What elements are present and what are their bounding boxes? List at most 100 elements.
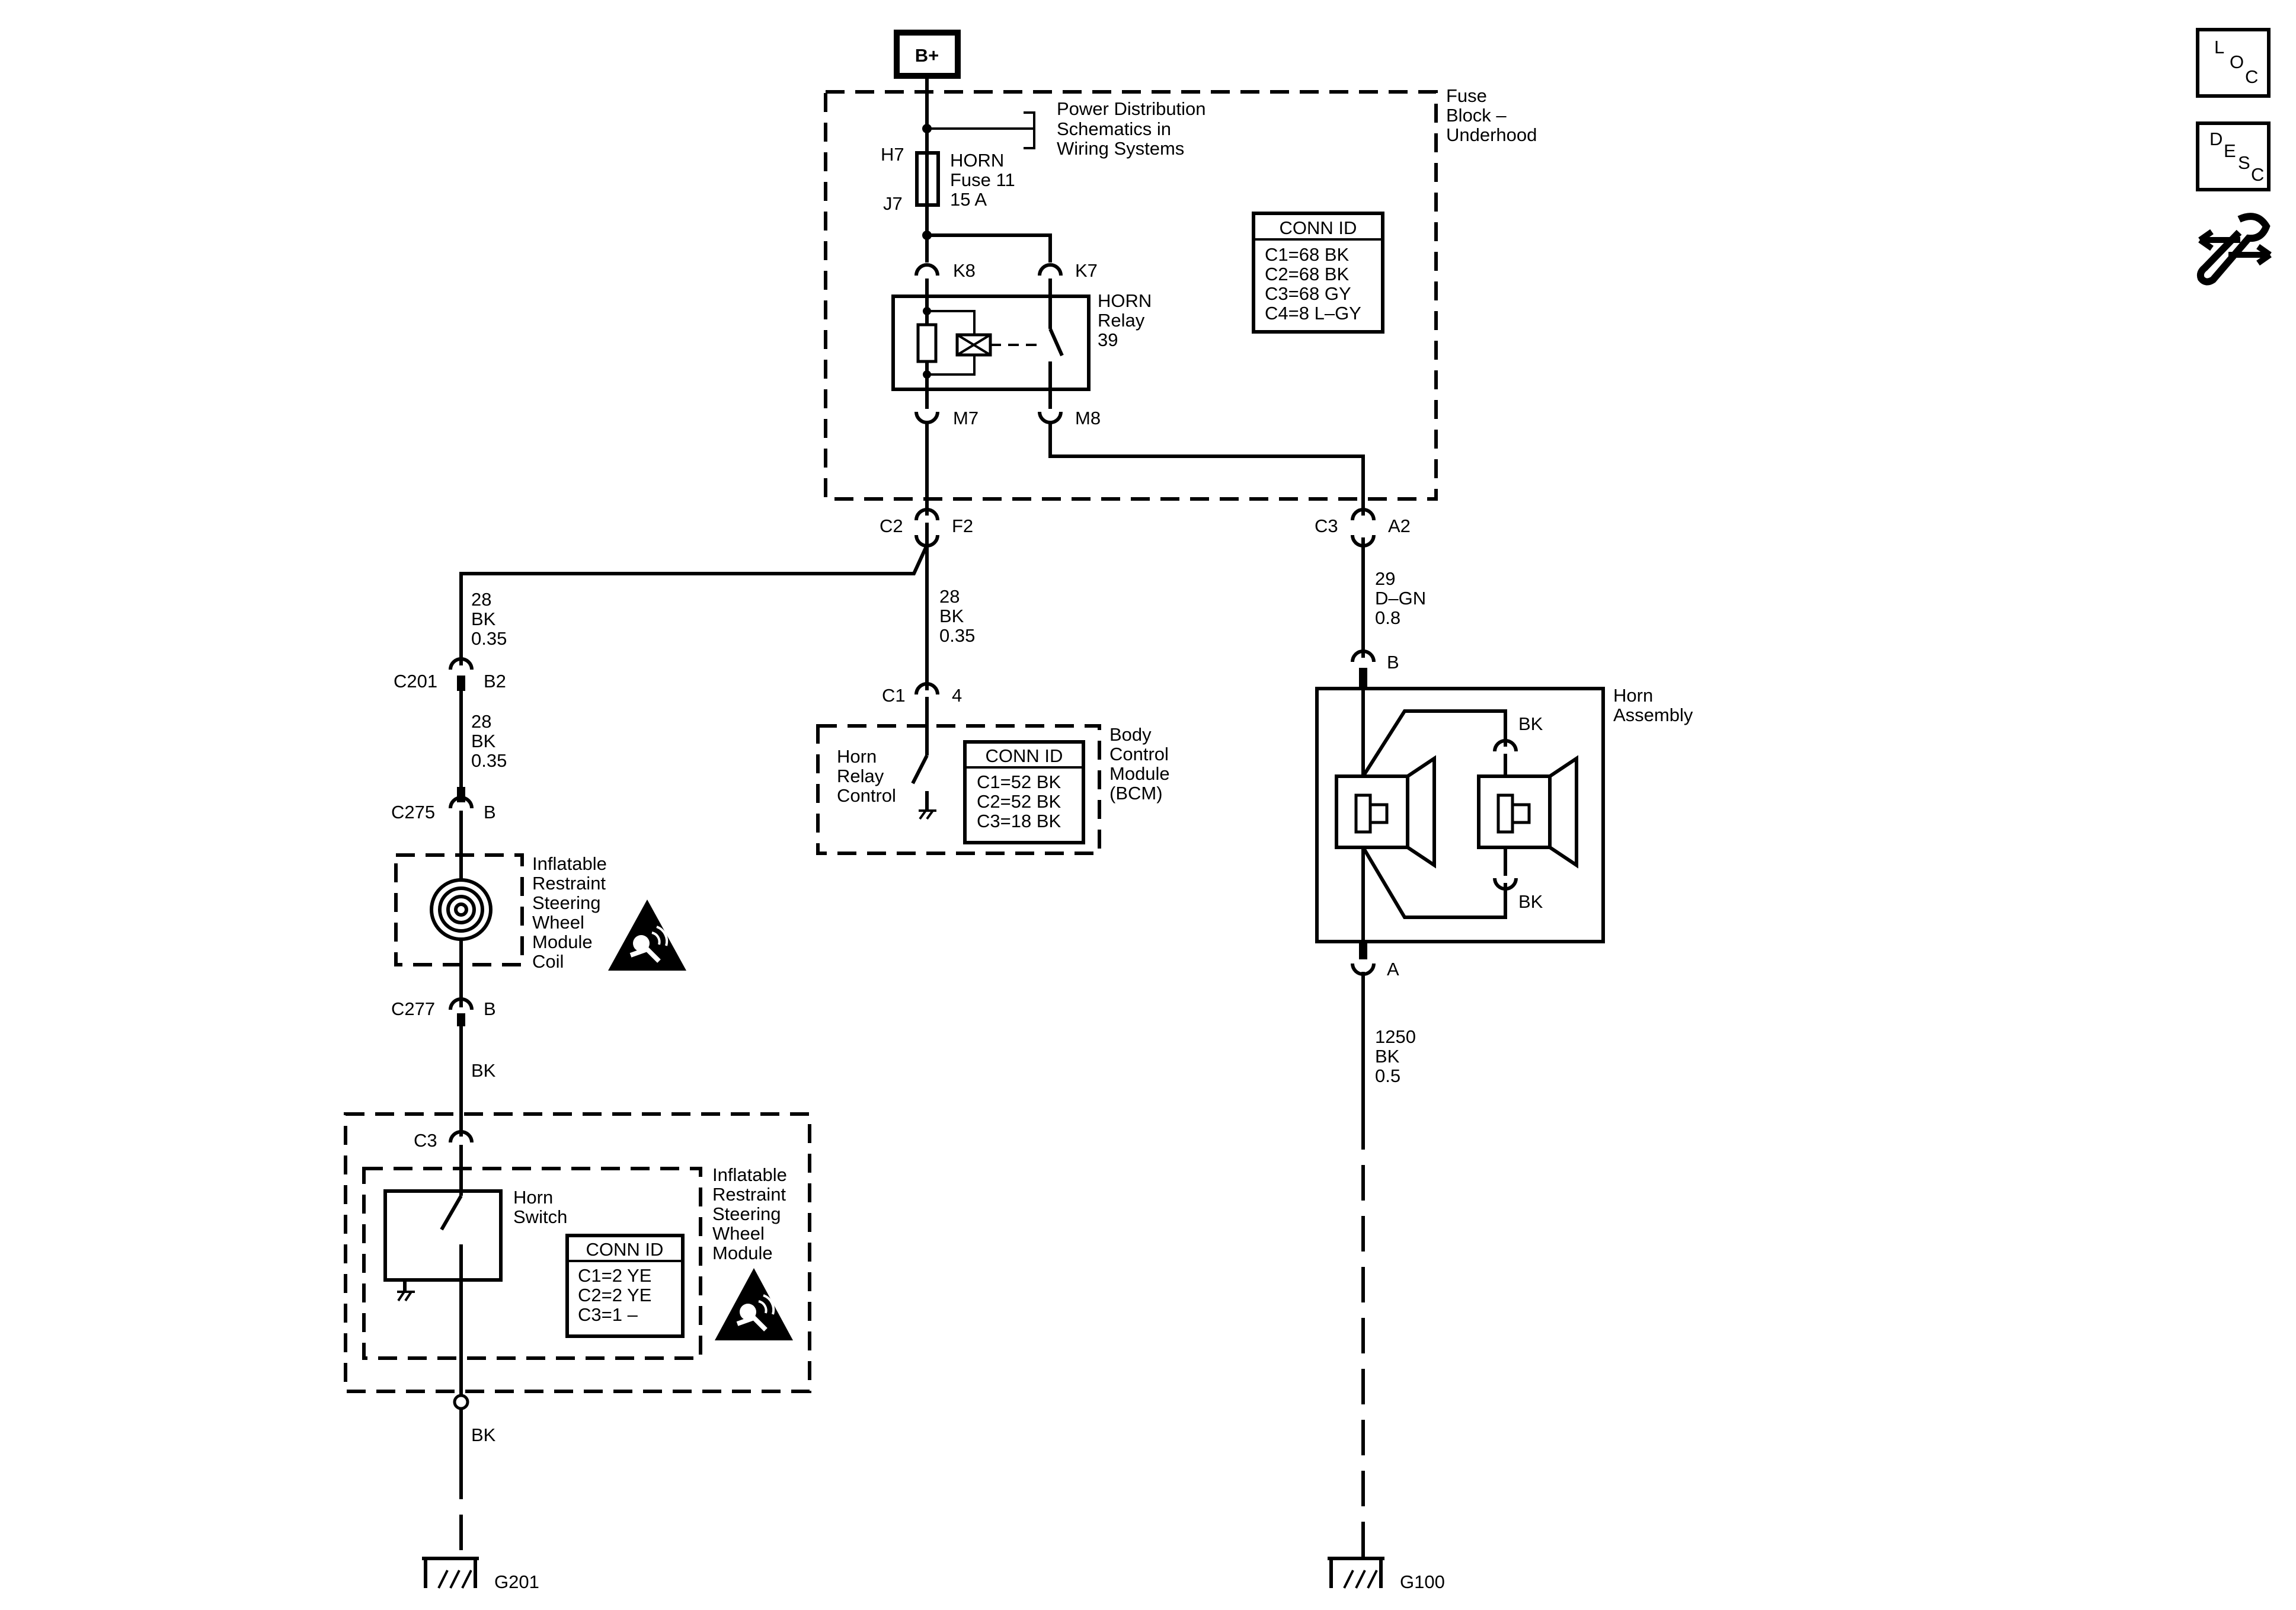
conn-id-title: CONN ID <box>1280 217 1357 238</box>
connector-c275-terminal <box>457 787 465 802</box>
wire-label: 0.35 <box>471 750 507 771</box>
relay-label-3: 39 <box>1098 329 1118 350</box>
fuse-pin-h7: H7 <box>881 144 904 165</box>
conn-id-row: C2=52 BK <box>977 791 1061 812</box>
bcm-inner-label: Control <box>837 785 896 806</box>
horn-assembly-title: Assembly <box>1613 705 1693 725</box>
loc-letter: C <box>2245 66 2258 87</box>
fuse-label-2: Fuse 11 <box>950 169 1015 190</box>
bcm-inner-label: Horn <box>837 746 877 767</box>
bcm-title: Module <box>1109 763 1170 784</box>
bcm-title: Body <box>1109 724 1152 745</box>
loc-letter: O <box>2230 52 2244 72</box>
desc-letter: C <box>2251 164 2264 185</box>
airbag-warning-icon <box>608 900 686 971</box>
relay-label-2: Relay <box>1098 310 1145 331</box>
module-label: Wheel <box>712 1223 765 1244</box>
horn-fuse: H7 J7 HORN Fuse 11 15 A <box>881 144 1015 214</box>
conn-id-row: C2=2 YE <box>578 1285 651 1305</box>
conn-id-title: CONN ID <box>986 745 1063 766</box>
desc-letter: E <box>2224 140 2236 161</box>
conn-label-c277: C277 <box>391 998 435 1019</box>
horn-switch: Horn Switch <box>383 1187 567 1302</box>
conn-id-row: C3=68 GY <box>1265 283 1351 304</box>
conn-id-row: C2=68 BK <box>1265 264 1350 284</box>
coil-label: Steering <box>532 892 600 913</box>
conn-label-c3: C3 <box>1315 516 1338 536</box>
wire-label-bk: BK <box>471 1060 496 1081</box>
pin-k7: K7 <box>1075 260 1098 281</box>
fuse-block-title-1: Fuse <box>1446 85 1487 106</box>
connector-c275 <box>449 796 474 809</box>
connector-m7 <box>914 411 939 424</box>
switch-label: Horn <box>513 1187 553 1208</box>
k7-feed-wire <box>927 233 1052 263</box>
wire-label: 1250 <box>1375 1026 1416 1047</box>
bcm-title: (BCM) <box>1109 783 1163 804</box>
desc-letter: S <box>2238 152 2250 173</box>
description-button[interactable]: D E S C <box>2196 121 2271 191</box>
power-source-b-plus: B+ <box>894 30 961 79</box>
fuse-block-title-2: Block – <box>1446 105 1507 126</box>
coil-label: Inflatable <box>532 853 607 874</box>
coil-label: Wheel <box>532 912 584 933</box>
wire-label: 0.5 <box>1375 1065 1400 1086</box>
wire-label-bk: BK <box>471 1425 496 1445</box>
conn-label-sw-c3: C3 <box>414 1130 437 1151</box>
conn-id-row: C1=68 BK <box>1265 244 1350 265</box>
m8-out-wire <box>1048 422 1365 516</box>
horn-bk-top: BK <box>1518 713 1543 734</box>
pin-label-horn-b: B <box>1387 652 1399 673</box>
wire-node <box>453 1394 469 1410</box>
connector-k7 <box>1038 263 1063 276</box>
fuse-label-3: 15 A <box>950 189 987 210</box>
ground-label-g201: G201 <box>494 1571 539 1592</box>
wire-label: D–GN <box>1375 588 1426 609</box>
module-label: Steering <box>712 1204 781 1224</box>
airbag-warning-icon <box>715 1268 793 1340</box>
coil-label: Coil <box>532 951 564 972</box>
fuse-label-1: HORN <box>950 150 1004 171</box>
connector-c277 <box>449 997 474 1010</box>
conn-label-c201: C201 <box>394 671 437 692</box>
conn-label-c275: C275 <box>391 802 435 822</box>
wire-to-c201 <box>459 538 929 665</box>
horn-assembly: Horn Assembly BK BK <box>1315 685 1693 943</box>
conn-id-row: C3=18 BK <box>977 811 1061 831</box>
desc-letter: D <box>2209 129 2223 149</box>
wire-label: BK <box>471 731 496 751</box>
fuse-block-conn-id-table: CONN ID C1=68 BK C2=68 BK C3=68 GY C4=8 … <box>1252 212 1384 334</box>
pin-k8: K8 <box>953 260 976 281</box>
wire-label: 0.8 <box>1375 607 1400 628</box>
repair-procedure-icon[interactable] <box>2196 213 2272 286</box>
ref-note-1: Power Distribution <box>1057 98 1206 119</box>
conn-id-row: C1=52 BK <box>977 772 1061 792</box>
location-button[interactable]: L O C <box>2196 28 2271 98</box>
wire-label: 29 <box>1375 568 1395 589</box>
horn-assembly-title: Horn <box>1613 685 1653 706</box>
connector-k8 <box>914 263 939 276</box>
horn-bk-bottom: BK <box>1518 891 1543 912</box>
ground-g201: G201 <box>422 1557 539 1592</box>
coil-label: Restraint <box>532 873 606 894</box>
pin-label-c275: B <box>484 802 496 822</box>
body-control-module: Horn Relay Control Body Control Module (… <box>816 724 1170 855</box>
loc-letter: L <box>2214 37 2224 57</box>
wire-label: BK <box>939 606 964 626</box>
inflatable-restraint-steering-wheel-module: Inflatable Restraint Steering Wheel Modu… <box>344 1112 811 1393</box>
wire-label: 28 <box>471 711 491 732</box>
coil-label: Module <box>532 932 593 952</box>
connector-horn-b-terminal <box>1359 668 1367 689</box>
pin-label-c277: B <box>484 998 496 1019</box>
ref-bracket <box>1024 111 1035 149</box>
pin-label-horn-a: A <box>1387 959 1399 980</box>
connector-c201-terminal <box>457 676 465 691</box>
pin-m7: M7 <box>953 408 978 428</box>
ref-note-3: Wiring Systems <box>1057 138 1184 159</box>
bcm-title: Control <box>1109 744 1169 764</box>
bcm-conn-id-table: CONN ID C1=52 BK C2=52 BK C3=18 BK <box>963 740 1085 844</box>
conn-label-c1: C1 <box>882 685 906 706</box>
wire-label: 0.35 <box>939 625 975 646</box>
bcm-inner-label: Relay <box>837 766 884 786</box>
